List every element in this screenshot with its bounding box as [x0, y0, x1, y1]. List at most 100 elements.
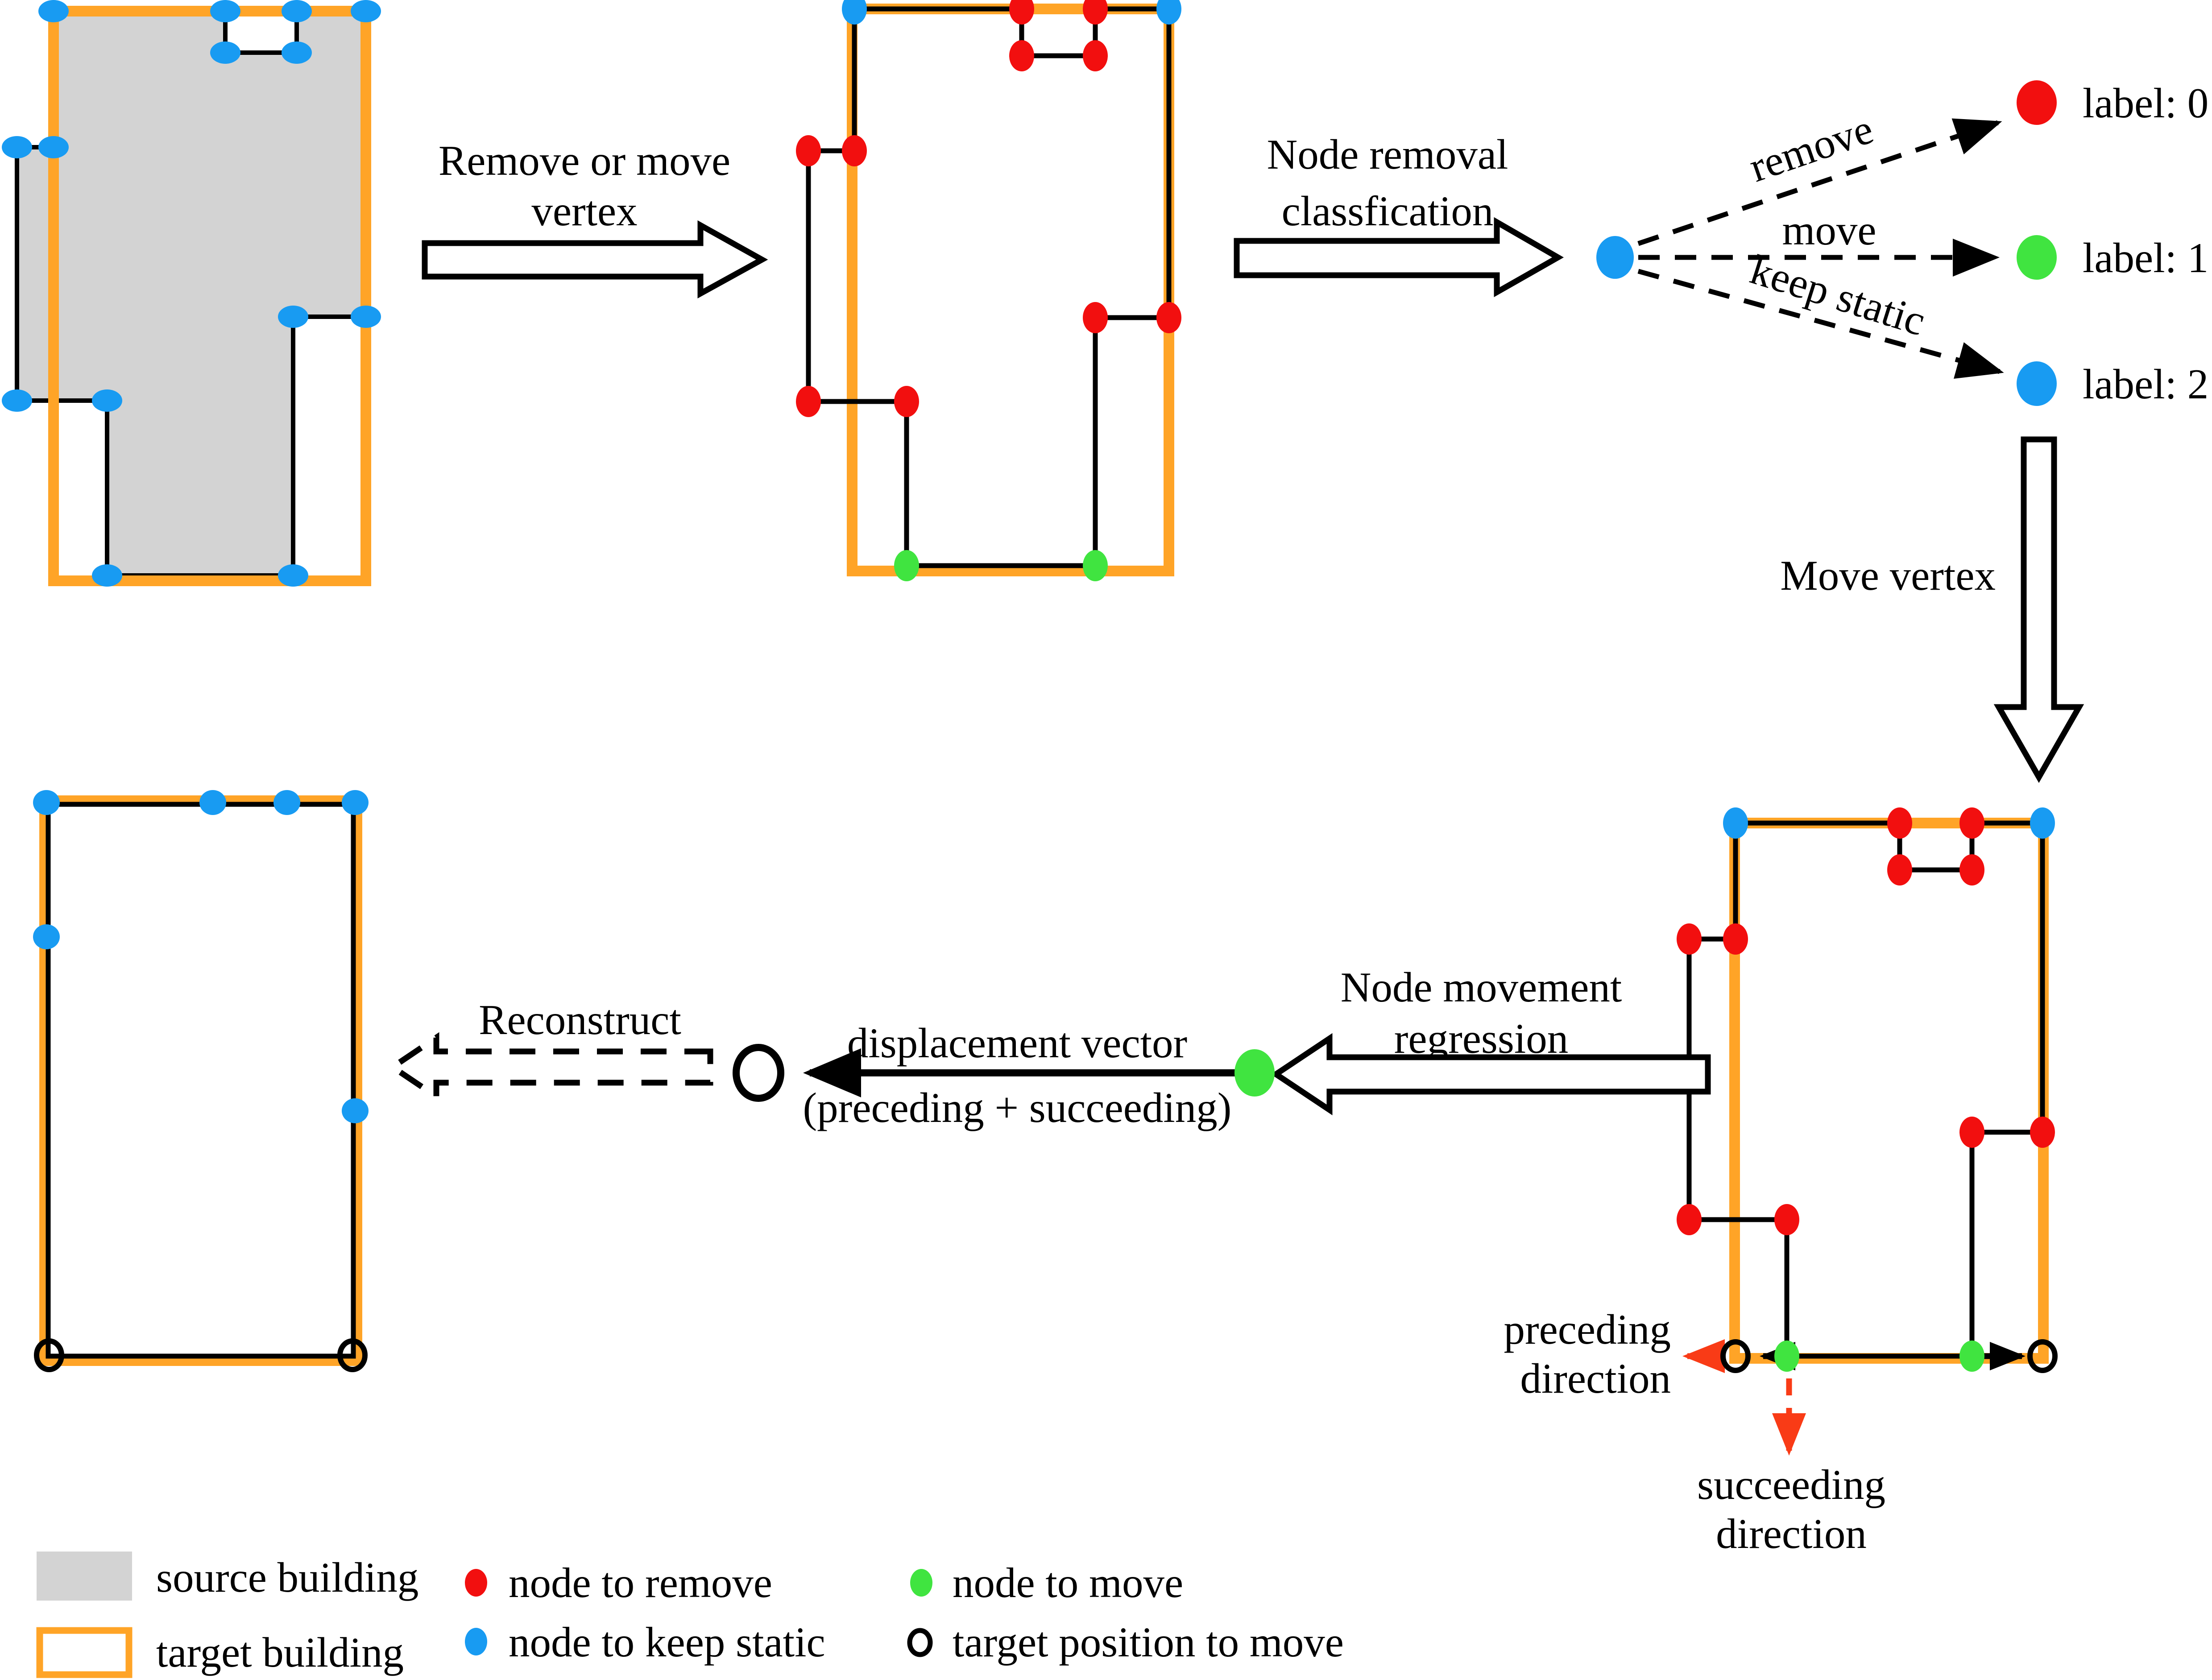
- branch-label: label: 0: [2083, 79, 2208, 127]
- target-position-circle: [2027, 1339, 2058, 1373]
- step-remove-or-move: Remove or move vertex: [422, 137, 768, 299]
- building-polygon: [1686, 820, 2045, 1359]
- branch-label: label: 1: [2083, 234, 2208, 281]
- keep-node: [38, 136, 69, 158]
- remove-node: [1959, 807, 1984, 839]
- keep-static-nodes: [842, 0, 1181, 25]
- step-label: Node removal: [1267, 131, 1508, 178]
- remove-node: [1959, 1117, 1984, 1148]
- remove-node: [1009, 40, 1034, 71]
- remove-node: [1083, 302, 1108, 333]
- remove-node: [1887, 807, 1912, 839]
- branch-action: keep static: [1745, 245, 1931, 344]
- preceding-direction-label: direction: [1520, 1355, 1671, 1402]
- keep-node: [33, 924, 60, 949]
- move-node: [1774, 1341, 1799, 1372]
- step-node-movement-regression: Node movement regression: [1271, 964, 1711, 1116]
- branch-line-keep: [1637, 269, 2004, 379]
- keep-node: [342, 1098, 369, 1123]
- building-polygon: [806, 6, 1172, 568]
- target-position-circle: [34, 1338, 64, 1372]
- remove-node: [1083, 40, 1108, 71]
- step-label: Remove or move: [439, 137, 730, 184]
- step-label: classfication: [1282, 187, 1494, 235]
- legend-label: source building: [156, 1554, 418, 1601]
- branch-action: move: [1782, 207, 1876, 254]
- remove-node: [2030, 1117, 2055, 1148]
- figure-source-and-target: [2, 0, 381, 587]
- succeeding-direction-label: direction: [1716, 1510, 1867, 1557]
- keep-node: [199, 790, 226, 815]
- source-building-polygon: [15, 9, 368, 578]
- keep-node: [38, 0, 69, 22]
- step-label: Reconstruct: [479, 996, 681, 1043]
- remove-node: [1959, 854, 1984, 886]
- target-position-circle: [733, 1044, 784, 1102]
- figure-classification: remove move keep static label: 0 label: …: [1596, 79, 2208, 408]
- figure-edited-polygon: [796, 0, 1181, 581]
- figure-reconstructed: [33, 790, 369, 1372]
- keep-node: [282, 41, 312, 64]
- right-arrow-icon: [1234, 217, 1564, 298]
- legend-swatch-target: [36, 1627, 133, 1678]
- keep-node: [1156, 0, 1181, 25]
- remove-node: [796, 135, 821, 166]
- target-building-outline: [847, 4, 1174, 576]
- remove-node: [842, 135, 867, 166]
- remove-node: [2017, 80, 2057, 125]
- legend-label: target position to move: [953, 1618, 1344, 1666]
- move-node: [1083, 550, 1108, 581]
- keep-node: [278, 306, 308, 328]
- preceding-direction-label: preceding: [1504, 1306, 1671, 1353]
- displacement-label: (preceding + succeeding): [803, 1084, 1232, 1131]
- step-label: regression: [1394, 1015, 1568, 1062]
- keep-node: [278, 564, 308, 587]
- remove-nodes: [796, 0, 1181, 417]
- keep-node: [351, 0, 381, 22]
- legend-keep-dot: [465, 1628, 487, 1655]
- step-label: vertex: [531, 187, 637, 235]
- keep-node: [33, 790, 60, 815]
- legend: source building target building node to …: [36, 1552, 1344, 1678]
- move-node: [894, 550, 919, 581]
- remove-node: [1156, 302, 1181, 333]
- legend-move-dot: [910, 1569, 932, 1597]
- keep-node: [842, 0, 867, 25]
- step-node-removal-classification: Node removal classfication: [1234, 131, 1564, 298]
- remove-node: [1677, 923, 1702, 955]
- keep-node: [92, 564, 122, 587]
- remove-node: [1887, 854, 1912, 886]
- branch-action: remove: [1744, 105, 1879, 191]
- remove-node: [1677, 1204, 1702, 1235]
- branch-line-remove: [1637, 118, 2002, 246]
- move-nodes: [1774, 1341, 1984, 1372]
- keep-node: [342, 790, 369, 815]
- keep-node: [2017, 361, 2057, 406]
- keep-static-nodes: [1723, 807, 2055, 839]
- remove-node: [1009, 0, 1034, 25]
- keep-static-nodes: [2, 0, 381, 587]
- remove-nodes: [1677, 807, 2055, 1235]
- move-node: [2017, 235, 2057, 280]
- target-building-outline: [39, 795, 362, 1366]
- legend-swatch-source: [37, 1552, 132, 1601]
- remove-node: [894, 386, 919, 417]
- succeeding-direction-label: succeeding: [1697, 1461, 1885, 1508]
- remove-node: [796, 386, 821, 417]
- legend-target-circle: [907, 1628, 933, 1657]
- building-polygon: [46, 802, 356, 1359]
- displacement-vector: displacement vector (preceding + succeed…: [733, 1019, 1275, 1131]
- legend-label: node to keep static: [509, 1618, 825, 1666]
- keep-node: [2, 136, 32, 158]
- step-label: Node movement: [1341, 964, 1622, 1011]
- legend-remove-dot: [465, 1569, 487, 1597]
- keep-node: [273, 790, 300, 815]
- keep-node: [2030, 807, 2055, 839]
- remove-node: [1774, 1204, 1799, 1235]
- target-position-circle: [337, 1338, 368, 1372]
- target-position-circle: [1720, 1339, 1751, 1373]
- keep-node: [282, 0, 312, 22]
- move-node: [1959, 1341, 1984, 1372]
- keep-static-nodes: [33, 790, 369, 1123]
